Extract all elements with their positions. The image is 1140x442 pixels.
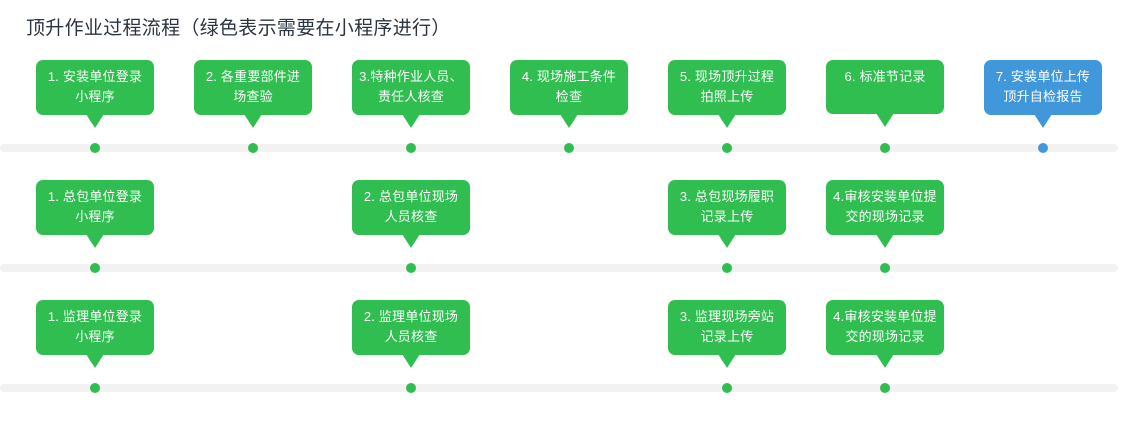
flow-node[interactable]: 1. 安装单位登录小程序 <box>36 52 154 172</box>
flow-step-label: 3. 监理现场旁站记录上传 <box>679 309 775 344</box>
flow-step-label: 1. 监理单位登录小程序 <box>47 309 143 344</box>
flow-step-label: 4.审核安装单位提交的现场记录 <box>833 189 937 224</box>
flow-step-label: 1. 安装单位登录小程序 <box>47 69 143 104</box>
flow-step-callout[interactable]: 4.审核安装单位提交的现场记录 <box>826 180 944 235</box>
callout-pointer-icon <box>244 114 262 128</box>
flow-step-callout[interactable]: 3. 总包现场履职记录上传 <box>668 180 786 235</box>
callout-pointer-icon <box>718 234 736 248</box>
timeline-dot-icon[interactable] <box>564 143 574 153</box>
flow-node[interactable]: 2. 总包单位现场人员核查 <box>352 172 470 292</box>
flow-step-label: 3. 总包现场履职记录上传 <box>679 189 775 224</box>
flow-step-label: 1. 总包单位登录小程序 <box>47 189 143 224</box>
callout-pointer-icon <box>876 234 894 248</box>
flow-node[interactable]: 4. 现场施工条件检查 <box>510 52 628 172</box>
timeline-dot-icon[interactable] <box>880 263 890 273</box>
timeline-dot-icon[interactable] <box>406 263 416 273</box>
timeline-dot-icon[interactable] <box>722 263 732 273</box>
timeline-dot-icon[interactable] <box>248 143 258 153</box>
flow-step-callout[interactable]: 7. 安装单位上传顶升自检报告 <box>984 60 1102 115</box>
timeline-rail <box>0 384 1118 392</box>
flow-step-callout[interactable]: 6. 标准节记录 <box>826 60 944 114</box>
timeline-dot-icon[interactable] <box>90 143 100 153</box>
callout-pointer-icon <box>1034 114 1052 128</box>
page-title: 顶升作业过程流程（绿色表示需要在小程序进行） <box>26 18 451 39</box>
callout-pointer-icon <box>86 354 104 368</box>
timeline-dot-icon[interactable] <box>406 143 416 153</box>
timeline-rail <box>0 144 1118 152</box>
callout-pointer-icon <box>402 234 420 248</box>
flow-node[interactable]: 6. 标准节记录 <box>826 52 944 172</box>
flow-step-callout[interactable]: 2. 各重要部件进场查验 <box>194 60 312 115</box>
flow-step-callout[interactable]: 2. 总包单位现场人员核查 <box>352 180 470 235</box>
flow-step-callout[interactable]: 1. 安装单位登录小程序 <box>36 60 154 115</box>
flow-step-label: 5. 现场顶升过程拍照上传 <box>679 69 775 104</box>
timeline-dot-icon[interactable] <box>722 143 732 153</box>
flow-step-label: 2. 总包单位现场人员核查 <box>363 189 459 224</box>
flow-node[interactable]: 5. 现场顶升过程拍照上传 <box>668 52 786 172</box>
flow-node[interactable]: 1. 总包单位登录小程序 <box>36 172 154 292</box>
flow-step-callout[interactable]: 3. 监理现场旁站记录上传 <box>668 300 786 355</box>
timeline-rail <box>0 264 1118 272</box>
callout-pointer-icon <box>718 114 736 128</box>
flow-node[interactable]: 2. 各重要部件进场查验 <box>194 52 312 172</box>
flow-node[interactable]: 7. 安装单位上传顶升自检报告 <box>984 52 1102 172</box>
callout-pointer-icon <box>718 354 736 368</box>
timeline-dot-icon[interactable] <box>1038 143 1048 153</box>
callout-pointer-icon <box>402 354 420 368</box>
flow-node[interactable]: 2. 监理单位现场人员核查 <box>352 292 470 412</box>
flow-step-label: 4. 现场施工条件检查 <box>521 69 617 104</box>
flow-step-label: 6. 标准节记录 <box>844 69 926 84</box>
timeline-dot-icon[interactable] <box>90 263 100 273</box>
flow-node[interactable]: 3. 总包现场履职记录上传 <box>668 172 786 292</box>
flow-step-callout[interactable]: 1. 监理单位登录小程序 <box>36 300 154 355</box>
callout-pointer-icon <box>876 113 894 127</box>
timeline-dot-icon[interactable] <box>722 383 732 393</box>
flow-step-callout[interactable]: 5. 现场顶升过程拍照上传 <box>668 60 786 115</box>
callout-pointer-icon <box>560 114 578 128</box>
flow-step-callout[interactable]: 3.特种作业人员、责任人核查 <box>352 60 470 115</box>
flow-step-label: 2. 监理单位现场人员核查 <box>363 309 459 344</box>
callout-pointer-icon <box>402 114 420 128</box>
timeline-dot-icon[interactable] <box>90 383 100 393</box>
flow-step-label: 3.特种作业人员、责任人核查 <box>359 69 463 104</box>
timeline-dot-icon[interactable] <box>880 143 890 153</box>
flow-node[interactable]: 3. 监理现场旁站记录上传 <box>668 292 786 412</box>
flow-step-label: 2. 各重要部件进场查验 <box>205 69 301 104</box>
flow-node[interactable]: 3.特种作业人员、责任人核查 <box>352 52 470 172</box>
timeline-dot-icon[interactable] <box>880 383 890 393</box>
flow-step-label: 7. 安装单位上传顶升自检报告 <box>995 69 1091 104</box>
timeline-row-installation-unit: 1. 安装单位登录小程序 2. 各重要部件进场查验 3.特种作业人员、责任人核查 4.… <box>0 52 1140 172</box>
flow-step-callout[interactable]: 1. 总包单位登录小程序 <box>36 180 154 235</box>
flow-node[interactable]: 4.审核安装单位提交的现场记录 <box>826 292 944 412</box>
timeline-row-supervision-unit: 1. 监理单位登录小程序 2. 监理单位现场人员核查 3. 监理现场旁站记录上传 4.… <box>0 292 1140 412</box>
timeline-row-general-contractor: 1. 总包单位登录小程序 2. 总包单位现场人员核查 3. 总包现场履职记录上传 4.… <box>0 172 1140 292</box>
callout-pointer-icon <box>876 354 894 368</box>
flow-step-callout[interactable]: 4. 现场施工条件检查 <box>510 60 628 115</box>
callout-pointer-icon <box>86 234 104 248</box>
flow-node[interactable]: 1. 监理单位登录小程序 <box>36 292 154 412</box>
flow-node[interactable]: 4.审核安装单位提交的现场记录 <box>826 172 944 292</box>
flow-step-callout[interactable]: 4.审核安装单位提交的现场记录 <box>826 300 944 355</box>
flow-step-label: 4.审核安装单位提交的现场记录 <box>833 309 937 344</box>
callout-pointer-icon <box>86 114 104 128</box>
timeline-dot-icon[interactable] <box>406 383 416 393</box>
flow-step-callout[interactable]: 2. 监理单位现场人员核查 <box>352 300 470 355</box>
